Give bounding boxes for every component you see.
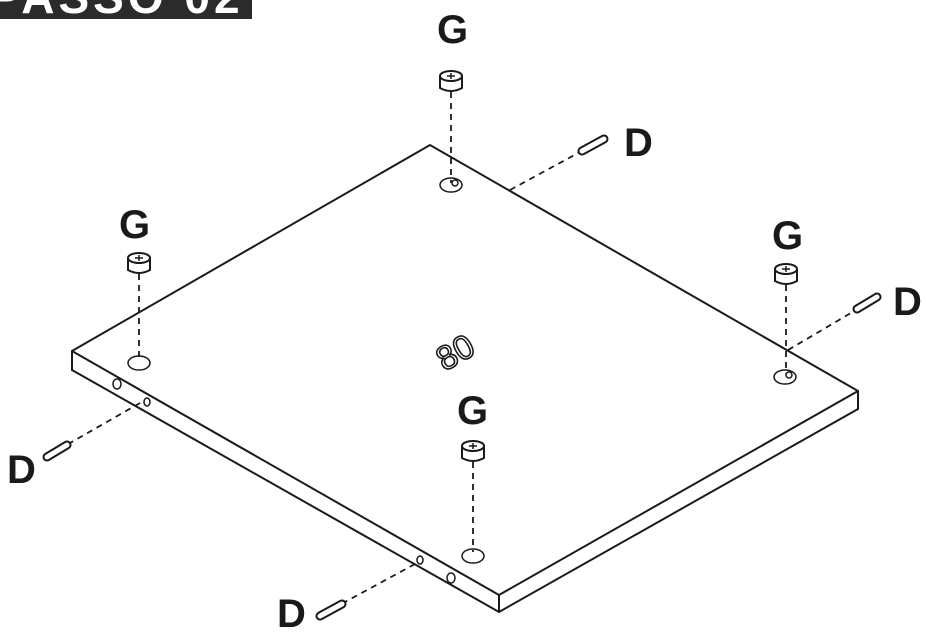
cam-lock-left — [127, 252, 151, 360]
label-d-bottom: D — [277, 592, 306, 629]
dowel-holes — [112, 378, 456, 584]
dowel-bottom — [315, 563, 416, 621]
cam-lock-front — [461, 440, 485, 552]
cam-lock-top — [439, 70, 463, 183]
shelf-panel — [71, 143, 859, 614]
label-d-left: D — [7, 448, 36, 492]
label-d-right: D — [893, 280, 922, 324]
label-g-right: G — [772, 214, 803, 258]
dowel-right — [787, 292, 882, 351]
label-g-front: G — [457, 389, 488, 433]
step-badge: PASSO 02 — [0, 0, 252, 19]
cam-lock-right — [774, 263, 798, 374]
label-d-top-right: D — [624, 121, 653, 165]
dowel-left — [42, 402, 141, 462]
label-g-top: G — [437, 8, 468, 52]
dowel-top-right — [509, 134, 609, 191]
step-label: PASSO 02 — [0, 0, 244, 19]
label-g-left: G — [119, 203, 150, 247]
